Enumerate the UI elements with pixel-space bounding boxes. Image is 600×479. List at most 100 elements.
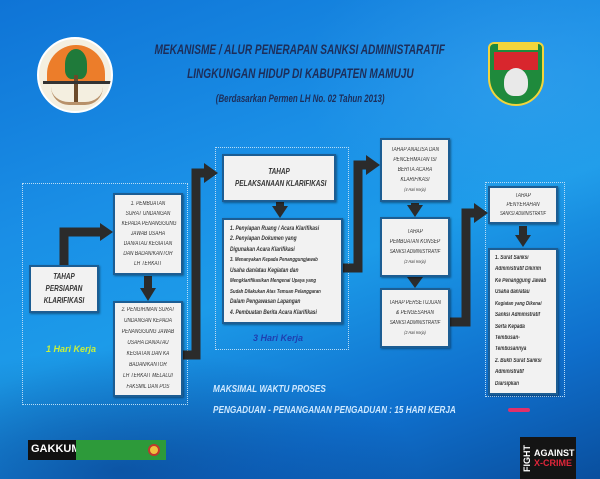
arrow-stage3-to-stage4 bbox=[450, 208, 476, 327]
list-item: Usaha dan/atau Kegiatan dan bbox=[230, 266, 299, 274]
arrowhead bbox=[100, 223, 113, 241]
stage-persiapan-box: TAHAP PERSIAPAN KLARIFIKASI bbox=[29, 265, 99, 313]
list-item: Tembusan- bbox=[495, 334, 520, 341]
arrowhead bbox=[366, 155, 380, 175]
title-subtitle-text: (Berdasarkan Permen LH No. 02 Tahun 2013… bbox=[215, 93, 385, 105]
arrowhead bbox=[515, 235, 531, 247]
box-text: FAKSMIL DAN POS bbox=[126, 384, 170, 390]
title-line-1: MEKANISME / ALUR PENERAPAN SANKSI ADMINI… bbox=[0, 40, 600, 58]
approval-box: TAHAP PERSETUJUAN & PENGESAHAN SANKSI AD… bbox=[380, 288, 450, 348]
box-text: PERSIAPAN bbox=[45, 284, 83, 293]
box-text: SANKSI ADMINISTRATIF bbox=[389, 320, 441, 326]
stage-2-panel bbox=[215, 147, 349, 350]
fight-against-x-crime-logo: FIGHT AGAINST X-CRIME bbox=[520, 437, 576, 479]
stage-penyerahan-box: TAHAP PENYERAHAN SANKSI ADMINISTRATIF bbox=[488, 186, 558, 224]
list-item: Digunakan Acara Klarifikasi bbox=[230, 245, 295, 253]
summary-line-2-text: PENGADUAN - PENANGANAN PENGADUAN : 15 HA… bbox=[213, 405, 456, 416]
box-text: PENYERAHAN bbox=[506, 201, 540, 208]
list-item: Ke Penanggung Jawab bbox=[495, 277, 547, 284]
arrowhead bbox=[407, 205, 423, 217]
box-text: KLARIFIKASI bbox=[43, 296, 85, 305]
arrow-persiapan-to-step1 bbox=[59, 227, 102, 265]
box-text: TAHAP bbox=[407, 229, 423, 235]
box-text: SANKSI ADMINISTRATIF bbox=[499, 210, 546, 217]
stage-4-activities-box: 1. Surat Sanksi Administratif Dikirim Ke… bbox=[488, 248, 558, 395]
box-text: TAHAP bbox=[268, 167, 290, 176]
ministry-logo bbox=[37, 37, 113, 113]
list-item: Administratif bbox=[495, 369, 524, 376]
list-item: Mengklarifikasikan Mengenai Upaya yang bbox=[230, 278, 317, 285]
arrowhead bbox=[140, 288, 156, 301]
box-text: 2. PENGIRIMAN SURAT bbox=[121, 307, 175, 313]
box-text: TAHAP ANALISA DAN bbox=[390, 147, 440, 153]
step-1-box: 1. PEMBUATAN SURAT UNDANGAN KEPADA PENAN… bbox=[113, 193, 183, 275]
list-item: 2. Penyiapan Dokumen yang bbox=[230, 235, 297, 243]
list-item: Kegiatan yang Dikenai bbox=[495, 300, 542, 307]
gakkum-text: GAKKUM bbox=[28, 440, 81, 460]
list-item: Sanksi Administratif bbox=[495, 312, 541, 319]
gakkum-logo: GAKKUM bbox=[28, 440, 166, 460]
box-text: PENCERMATAN ISI bbox=[393, 157, 437, 163]
title-subtitle: (Berdasarkan Permen LH No. 02 Tahun 2013… bbox=[0, 92, 600, 106]
arrowhead bbox=[204, 163, 218, 183]
box-text: SURAT UNDANGAN bbox=[125, 211, 171, 217]
title-line-2: LINGKUNGAN HIDUP DI KABUPATEN MAMUJU bbox=[0, 64, 600, 82]
box-text: PEMBUATAN KONSEP bbox=[389, 239, 441, 245]
analysis-box: TAHAP ANALISA DAN PENCERMATAN ISI BERITA… bbox=[380, 138, 450, 202]
box-text: PELAKSANAAN KLARIFIKASI bbox=[235, 179, 327, 188]
summary-line-1: MAKSIMAL WAKTU PROSES bbox=[213, 383, 351, 396]
stage-2-activities-box: 1. Penyiapan Ruang / Acara Klarifikasi 2… bbox=[222, 218, 343, 324]
stage-2-duration: 3 Hari Kerja bbox=[253, 333, 304, 343]
box-text: KEPADA PENANGGUNG bbox=[121, 221, 177, 227]
box-text: DAN BADAN/KANTOR bbox=[123, 251, 173, 257]
arrow-stage1-to-stage2 bbox=[183, 168, 206, 360]
box-text: TAHAP PERSETUJUAN bbox=[388, 300, 441, 306]
list-item: Tembusannya bbox=[495, 346, 527, 353]
box-text: KLARIFIKASI bbox=[400, 177, 430, 183]
box-text: DAN/ATAU KEGIATAN bbox=[123, 241, 173, 247]
title-line-2-text: LINGKUNGAN HIDUP DI KABUPATEN MAMUJU bbox=[186, 65, 414, 81]
list-item: Dalam Pengawasan Lapangan bbox=[230, 298, 301, 306]
box-text: BERITA ACARA bbox=[397, 167, 433, 173]
box-text: PENANGGUNG JAWAB bbox=[121, 329, 175, 335]
list-item: 1. Penyiapan Ruang / Acara Klarifikasi bbox=[230, 224, 320, 232]
box-text: LH TERKAIT bbox=[134, 261, 162, 267]
arrowhead bbox=[474, 203, 488, 223]
list-item: 1. Surat Sanksi bbox=[495, 255, 529, 262]
box-text: TAHAP bbox=[515, 192, 531, 199]
stage-1-panel bbox=[22, 183, 188, 405]
box-text: 1. PEMBUATAN bbox=[130, 201, 166, 207]
box-text: USAHA DAN/ATAU bbox=[127, 340, 169, 346]
list-item: 3. Menanyakan Kepada Penanggungjawab bbox=[230, 257, 318, 264]
arrow-stage2-to-stage3 bbox=[343, 160, 368, 273]
fight-text: FIGHT bbox=[522, 444, 532, 472]
arrowhead bbox=[407, 277, 423, 288]
list-item: Usaha dan/atau bbox=[495, 289, 530, 296]
box-text: SANKSI ADMINISTRATIF bbox=[389, 249, 441, 255]
box-text: UNDANGAN KEPADA bbox=[124, 318, 172, 324]
list-item: 4. Pembuatan Berita Acara Klarifikasi bbox=[230, 308, 317, 316]
x-crime-text: X-CRIME bbox=[534, 458, 572, 468]
list-item: Serta Kepada bbox=[495, 323, 525, 330]
box-text: LH TERKAIT MELALUI bbox=[123, 373, 173, 379]
list-item: Sudah Dilakukan Atas Temuan Pelanggaran bbox=[230, 288, 321, 295]
box-text: KEGIATAN DAN KA bbox=[126, 351, 170, 357]
box-text: (4 Hari Kerja) bbox=[404, 187, 426, 192]
box-text: TAHAP bbox=[53, 272, 75, 281]
list-item: Administratif Dikirim bbox=[495, 266, 542, 273]
box-text: (2 Hari Kerja) bbox=[404, 259, 426, 264]
stage-4-duration-mark bbox=[508, 408, 530, 412]
stage-pelaksanaan-box: TAHAP PELAKSANAAN KLARIFIKASI bbox=[222, 154, 336, 202]
against-text: AGAINST bbox=[534, 448, 575, 458]
summary-line-2: PENGADUAN - PENANGANAN PENGADUAN : 15 HA… bbox=[213, 404, 509, 417]
title-line-1-text: MEKANISME / ALUR PENERAPAN SANKSI ADMINI… bbox=[154, 41, 446, 57]
box-text: BADAN/KANTOR bbox=[129, 362, 167, 368]
box-text: & PENGESAHAN bbox=[396, 310, 434, 316]
summary-line-1-text: MAKSIMAL WAKTU PROSES bbox=[213, 384, 326, 395]
mamuju-regency-emblem bbox=[488, 42, 544, 106]
stage-4-panel bbox=[485, 182, 565, 397]
list-item: Diarsipkan bbox=[495, 380, 519, 387]
box-text: (2 Hari Kerja) bbox=[404, 330, 426, 335]
